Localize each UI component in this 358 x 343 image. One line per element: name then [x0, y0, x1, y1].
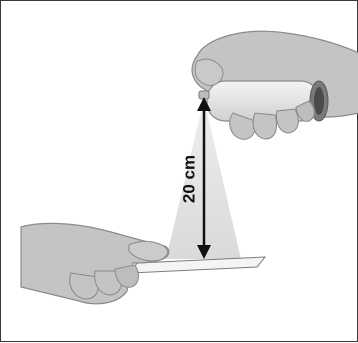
- distance-label: 20 cm: [179, 155, 198, 203]
- lower-hand-with-paper-icon: [20, 222, 267, 305]
- distance-arrow: [197, 97, 211, 259]
- upper-hand-with-spray-can-icon: [191, 30, 358, 140]
